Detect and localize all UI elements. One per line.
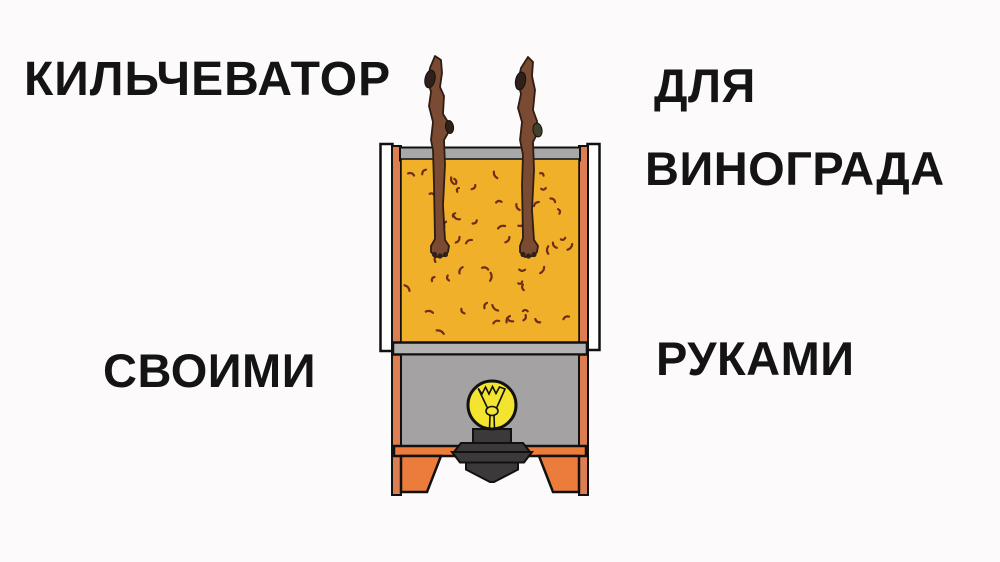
- substrate-speckle: [562, 315, 571, 321]
- substrate-speckle: [557, 208, 562, 215]
- filament-stem-right: [493, 414, 496, 430]
- insulation-panel-right: [586, 142, 601, 352]
- substrate-speckle: [460, 307, 466, 315]
- cutting-right-root-nub: [531, 251, 537, 258]
- substrate-speckle: [407, 171, 416, 177]
- substrate-speckle: [424, 309, 435, 314]
- substrate-speckle: [449, 176, 456, 186]
- substrate-speckle: [471, 219, 478, 225]
- divider-rail: [391, 341, 589, 356]
- substrate-speckle: [464, 238, 473, 245]
- substrate-speckle: [458, 266, 464, 275]
- substrate-speckle: [522, 313, 528, 322]
- substrate-speckle: [489, 271, 493, 282]
- filament-coil: [477, 384, 506, 396]
- support-leg-left: [399, 454, 443, 494]
- cutting-right-root-nub: [520, 251, 526, 258]
- frame-post-left: [391, 145, 402, 496]
- substrate-speckle: [470, 183, 477, 191]
- substrate-speckle: [495, 199, 503, 204]
- title-for: ДЛЯ: [654, 59, 756, 112]
- substrate-speckle: [515, 203, 521, 212]
- substrate-speckle: [403, 284, 411, 292]
- title-kilchevator: КИЛЬЧЕВАТОР: [24, 53, 392, 106]
- substrate-speckle: [435, 329, 445, 335]
- cutting-left-root-nub: [437, 253, 443, 259]
- cutting-left-top-bud: [424, 69, 436, 89]
- substrate-speckle: [539, 172, 545, 177]
- filament-stem-left: [488, 414, 491, 430]
- cutting-right-node-bud: [532, 122, 543, 138]
- cutting-left-root-nub: [442, 251, 449, 258]
- bulb-filament: [477, 384, 506, 430]
- substrate-speckle: [559, 236, 567, 241]
- filament-wire-right: [496, 388, 506, 408]
- title-own: СВОИМИ: [103, 344, 316, 397]
- substrate-speckle: [545, 245, 550, 255]
- cutting-left-node-bud: [444, 120, 455, 134]
- socket-flange-lower: [449, 451, 535, 464]
- substrate-speckle: [481, 266, 490, 271]
- cutting-right-root-nub: [525, 253, 532, 259]
- grape-cutting-right: [514, 56, 543, 259]
- substrate-speckle: [551, 241, 558, 249]
- substrate-speckle: [534, 317, 542, 324]
- substrate-speckle: [451, 212, 457, 218]
- title-grapes: ВИНОГРАДА: [645, 142, 945, 195]
- substrate-speckle: [452, 215, 461, 221]
- substrate-speckle: [549, 197, 557, 204]
- substrate-speckle: [491, 304, 500, 312]
- substrate-speckle: [492, 319, 501, 325]
- substrate-speckle: [455, 186, 460, 193]
- substrate-speckle: [540, 186, 547, 191]
- title-hands: РУКАМИ: [656, 332, 855, 385]
- substrate-speckle: [520, 283, 525, 292]
- substrate-speckles: [403, 167, 574, 335]
- socket-plug-tip: [465, 461, 519, 483]
- substrate-speckle: [445, 274, 451, 282]
- support-leg-right: [537, 454, 581, 494]
- substrate-speckle: [539, 265, 546, 275]
- substrate-speckle: [483, 301, 489, 310]
- filament-bead: [485, 405, 499, 417]
- cutting-right-top-bud: [514, 71, 527, 91]
- substrate-speckle: [496, 224, 507, 230]
- socket-flange-upper: [451, 442, 533, 453]
- substrate-speckle: [521, 308, 529, 313]
- substrate-speckle: [421, 168, 428, 176]
- substrate-speckle: [453, 177, 458, 185]
- substrate-speckle: [454, 235, 461, 244]
- substrate-speckle: [430, 275, 436, 283]
- cutting-left-root-nub: [431, 251, 438, 258]
- substrate-speckle: [504, 235, 511, 244]
- frame-post-right: [578, 145, 589, 496]
- substrate-speckle: [532, 200, 540, 208]
- substrate-speckle: [492, 170, 499, 180]
- socket-neck: [472, 428, 512, 444]
- substrate-speckle: [505, 314, 511, 324]
- substrate-speckle: [518, 268, 527, 273]
- substrate-speckle: [566, 242, 574, 251]
- substrate-speckle: [517, 280, 524, 285]
- insulation-panel-left: [379, 142, 394, 353]
- rooting-substrate: [400, 158, 580, 344]
- grape-cutting-left: [424, 55, 455, 259]
